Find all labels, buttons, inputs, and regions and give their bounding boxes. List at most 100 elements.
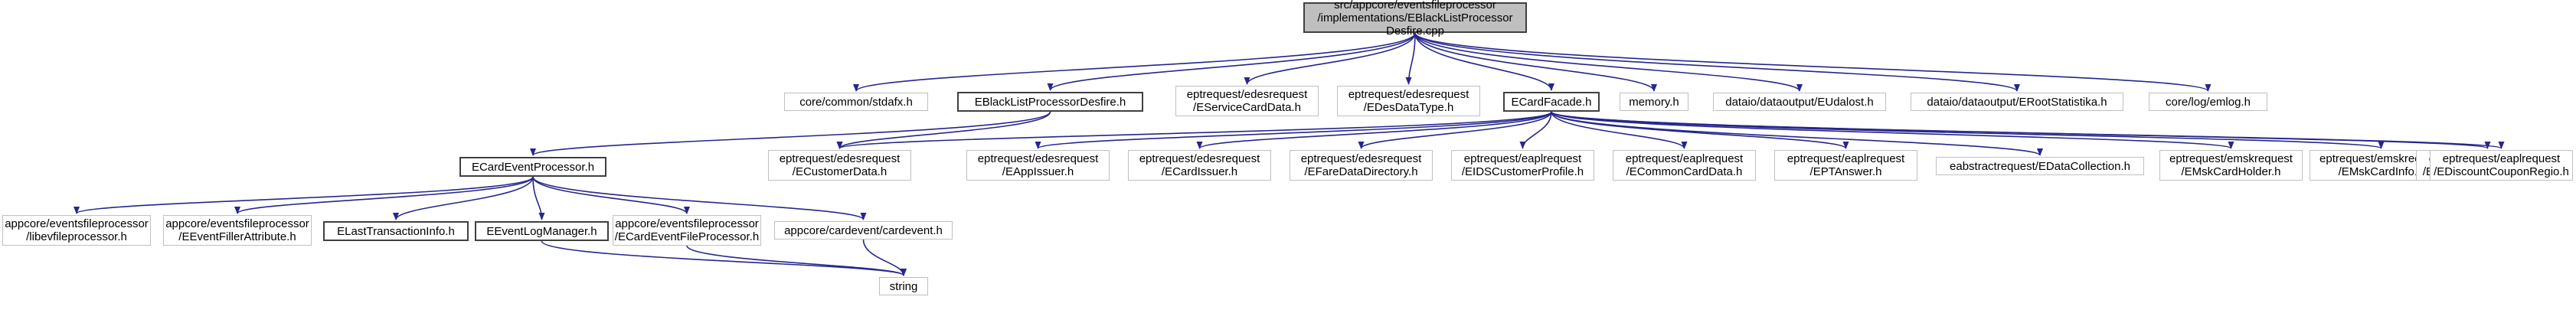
graph-node-label: eptrequest/eaplrequest [1463, 152, 1582, 165]
graph-node-ecardissuer[interactable]: eptrequest/edesrequest/ECardIssuer.h [1128, 150, 1271, 181]
graph-edge [1414, 32, 2212, 92]
graph-node-label: core/common/stdafx.h [799, 95, 913, 109]
graph-node-label: /ECommonCardData.h [1626, 165, 1743, 178]
graph-edge [1196, 111, 1552, 149]
graph-node-label: eptrequest/eaplrequest [1787, 152, 1905, 165]
graph-node-ecardfacade[interactable]: ECardFacade.h [1503, 92, 1600, 112]
graph-node-emlog[interactable]: core/log/emlog.h [2149, 93, 2267, 111]
graph-edge [1414, 32, 1803, 92]
graph-edge [532, 176, 545, 220]
graph-node-label: core/log/emlog.h [2166, 95, 2251, 109]
graph-node-eeventlogmanager[interactable]: EEventLogManager.h [475, 221, 609, 241]
graph-node-label: /EAppIssuer.h [1002, 165, 1074, 178]
graph-edge [1414, 32, 1657, 92]
graph-edge [837, 111, 1552, 149]
graph-node-eappissuer[interactable]: eptrequest/edesrequest/EAppIssuer.h [966, 150, 1110, 181]
graph-node-eudalost[interactable]: dataio/dataoutput/EUdalost.h [1713, 93, 1886, 111]
graph-node-label: /EDiscountCouponRegio.h [2434, 165, 2569, 178]
graph-node-label: Desfire.cpp [1386, 24, 1444, 37]
graph-node-blacklistdesfire_h[interactable]: EBlackListProcessorDesfire.h [957, 92, 1143, 112]
graph-node-label: /libevfileprocessor.h [26, 230, 127, 243]
graph-node-label: eptrequest/edesrequest [779, 152, 901, 165]
graph-node-label: EEventLogManager.h [486, 224, 597, 238]
graph-node-label: memory.h [1629, 95, 1679, 109]
graph-node-root[interactable]: src/appcore/eventsfileprocessor/implemen… [1303, 0, 1527, 37]
graph-edge [74, 176, 534, 214]
graph-node-label: eptrequest/edesrequest [1348, 88, 1469, 101]
graph-node-label: eptrequest/eaplrequest [2442, 152, 2561, 165]
graph-edge [1551, 111, 2490, 149]
graph-node-label: src/appcore/eventsfileprocessor [1334, 0, 1496, 11]
graph-node-emskcardholder[interactable]: eptrequest/emskrequest/EMskCardHolder.h [2159, 150, 2303, 181]
graph-edge [1035, 111, 1552, 149]
graph-edge [532, 176, 867, 220]
graph-edge [1414, 32, 1554, 91]
graph-node-ecommoncarddata[interactable]: eptrequest/eaplrequest/ECommonCardData.h [1613, 150, 1756, 181]
graph-node-eeventfillerattr[interactable]: appcore/eventsfileprocessor/EEventFiller… [163, 215, 312, 246]
graph-node-libevfileproc[interactable]: appcore/eventsfileprocessor/libevfilepro… [2, 215, 151, 246]
graph-node-label: eptrequest/edesrequest [977, 152, 1099, 165]
graph-node-label: /EIDSCustomerProfile.h [1461, 165, 1584, 178]
graph-edge [234, 176, 534, 214]
graph-node-label: eptrequest/eaplrequest [1625, 152, 1744, 165]
graph-node-label: dataio/dataoutput/ERootStatistika.h [1927, 95, 2107, 109]
graph-node-ecardeventfileproc[interactable]: appcore/eventsfileprocessor/ECardEventFi… [613, 215, 761, 246]
graph-edge [1519, 111, 1552, 149]
graph-node-label: /EServiceCardData.h [1193, 101, 1301, 114]
graph-node-label: eptrequest/edesrequest [1139, 152, 1260, 165]
graph-edge [686, 245, 907, 276]
graph-node-label: dataio/dataoutput/EUdalost.h [1725, 95, 1874, 109]
graph-node-label: /EPTAnswer.h [1809, 165, 1882, 178]
graph-edge [393, 176, 534, 220]
graph-edge [1047, 32, 1416, 91]
graph-node-erootstatistika[interactable]: dataio/dataoutput/ERootStatistika.h [1911, 93, 2123, 111]
graph-node-efaredatadir[interactable]: eptrequest/edesrequest/EFareDataDirector… [1290, 150, 1433, 181]
graph-edge [862, 239, 907, 276]
graph-node-label: appcore/eventsfileprocessor [165, 217, 309, 230]
graph-edge [541, 240, 907, 276]
graph-node-label: eptrequest/edesrequest [1300, 152, 1422, 165]
graph-node-label: EBlackListProcessorDesfire.h [974, 95, 1126, 109]
graph-node-label: appcore/eventsfileprocessor [615, 217, 759, 230]
graph-edge [1551, 111, 2043, 156]
graph-node-label: eabstractrequest/EDataCollection.h [1950, 159, 2130, 173]
graph-node-ecardeventproc[interactable]: ECardEventProcessor.h [459, 157, 606, 177]
graph-node-ediscountcoupon[interactable]: eptrequest/eaplrequest/EDiscountCouponRe… [2430, 150, 2573, 181]
graph-node-edatacollection[interactable]: eabstractrequest/EDataCollection.h [1936, 157, 2144, 175]
graph-node-label: ECardFacade.h [1511, 95, 1592, 109]
graph-node-ecustomerdata[interactable]: eptrequest/edesrequest/ECustomerData.h [768, 150, 911, 181]
graph-node-label: /EMskCardHolder.h [2181, 165, 2281, 178]
graph-node-eptanswer[interactable]: eptrequest/eaplrequest/EPTAnswer.h [1774, 150, 1917, 181]
graph-edge [532, 176, 690, 214]
graph-node-string[interactable]: string [879, 277, 928, 295]
graph-node-label: appcore/cardevent/cardevent.h [784, 223, 943, 237]
graph-edge [1414, 32, 2020, 92]
graph-node-label: eptrequest/edesrequest [1186, 88, 1308, 101]
graph-edge [1244, 32, 1416, 85]
graph-node-label: /EFareDataDirectory.h [1304, 165, 1418, 178]
graph-node-label: /ECardIssuer.h [1161, 165, 1238, 178]
graph-node-cardevent[interactable]: appcore/cardevent/cardevent.h [774, 221, 953, 240]
graph-node-elasttransaction[interactable]: ELastTransactionInfo.h [323, 221, 469, 241]
graph-node-memory[interactable]: memory.h [1620, 93, 1688, 111]
graph-edge [853, 32, 1416, 92]
graph-node-label: string [889, 279, 918, 293]
graph-node-label: appcore/eventsfileprocessor [5, 217, 149, 230]
graph-node-label: /EMskCardInfo.h [2338, 165, 2424, 178]
graph-node-label: /EDesDataType.h [1363, 101, 1454, 114]
graph-node-label: /ECardEventFileProcessor.h [614, 230, 760, 243]
graph-edge [1405, 32, 1416, 85]
graph-edge [1551, 111, 2234, 149]
graph-edge [836, 111, 1051, 149]
graph-node-label: eptrequest/emskrequest [2169, 152, 2293, 165]
graph-node-eidscustomerprof[interactable]: eptrequest/eaplrequest/EIDSCustomerProfi… [1451, 150, 1594, 181]
graph-node-label: eptrequest/emskrequest [2319, 152, 2443, 165]
graph-node-stdafx[interactable]: core/common/stdafx.h [784, 93, 928, 111]
graph-node-label: ELastTransactionInfo.h [337, 224, 455, 238]
graph-node-label: /ECustomerData.h [792, 165, 888, 178]
graph-node-eservicecarddata[interactable]: eptrequest/edesrequest/EServiceCardData.… [1175, 86, 1319, 116]
graph-node-edesdatatype[interactable]: eptrequest/edesrequest/EDesDataType.h [1337, 86, 1480, 116]
graph-edge [530, 111, 1051, 156]
